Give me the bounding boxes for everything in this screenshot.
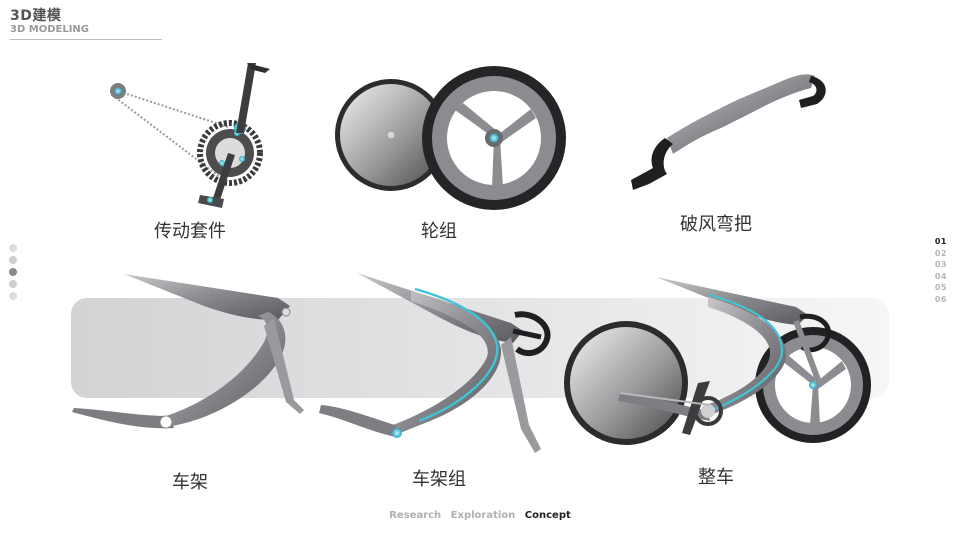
frameset-item[interactable]: 车架组 <box>315 265 570 490</box>
page-header: 3D建模 3D MODELING <box>10 8 162 40</box>
page-number-06[interactable]: 06 <box>934 294 947 304</box>
page-number-05[interactable]: 05 <box>934 283 947 292</box>
frameset-icon <box>319 273 551 453</box>
footer-step-research[interactable]: Research <box>389 510 442 521</box>
handlebar-item[interactable]: 破风弯把 <box>625 60 835 240</box>
page-number-03[interactable]: 03 <box>934 260 947 269</box>
slide-dot-active[interactable] <box>9 268 17 276</box>
frameset-label: 车架组 <box>412 469 466 490</box>
footer-step-concept[interactable]: Concept <box>524 510 571 521</box>
complete-bike-icon <box>564 277 871 445</box>
aero-handlebar-icon <box>631 74 826 190</box>
drivetrain-label: 传动套件 <box>154 221 226 242</box>
drivetrain-icon <box>110 63 270 208</box>
wheelset-item[interactable]: 轮组 <box>335 65 570 245</box>
bike-frame-icon <box>72 274 304 429</box>
slide-dot[interactable] <box>9 292 17 300</box>
footer-step-nav: Research Exploration Concept <box>0 510 960 521</box>
page-subtitle: 3D MODELING <box>10 24 89 35</box>
frame-label: 车架 <box>172 472 208 493</box>
header-divider <box>10 39 162 40</box>
complete-bike-item[interactable]: 整车 <box>560 265 885 490</box>
drivetrain-item[interactable]: 传动套件 <box>100 55 280 245</box>
slide-dot[interactable] <box>9 280 17 288</box>
page-number-nav: 01 02 03 04 05 06 <box>931 236 947 305</box>
page-number-01[interactable]: 01 <box>934 237 947 246</box>
page-title: 3D建模 <box>10 8 62 24</box>
slide-dot[interactable] <box>9 256 17 264</box>
complete-bike-label: 整车 <box>698 467 734 488</box>
slide-dot[interactable] <box>9 244 17 252</box>
wheelset-label: 轮组 <box>421 221 457 242</box>
slide-dots[interactable] <box>9 244 18 304</box>
frame-item[interactable]: 车架 <box>68 270 313 495</box>
page-number-04[interactable]: 04 <box>934 271 947 281</box>
handlebar-label: 破风弯把 <box>680 214 752 235</box>
footer-step-exploration[interactable]: Exploration <box>450 510 516 521</box>
page-number-02[interactable]: 02 <box>934 248 947 258</box>
wheelset-icon <box>335 66 566 210</box>
